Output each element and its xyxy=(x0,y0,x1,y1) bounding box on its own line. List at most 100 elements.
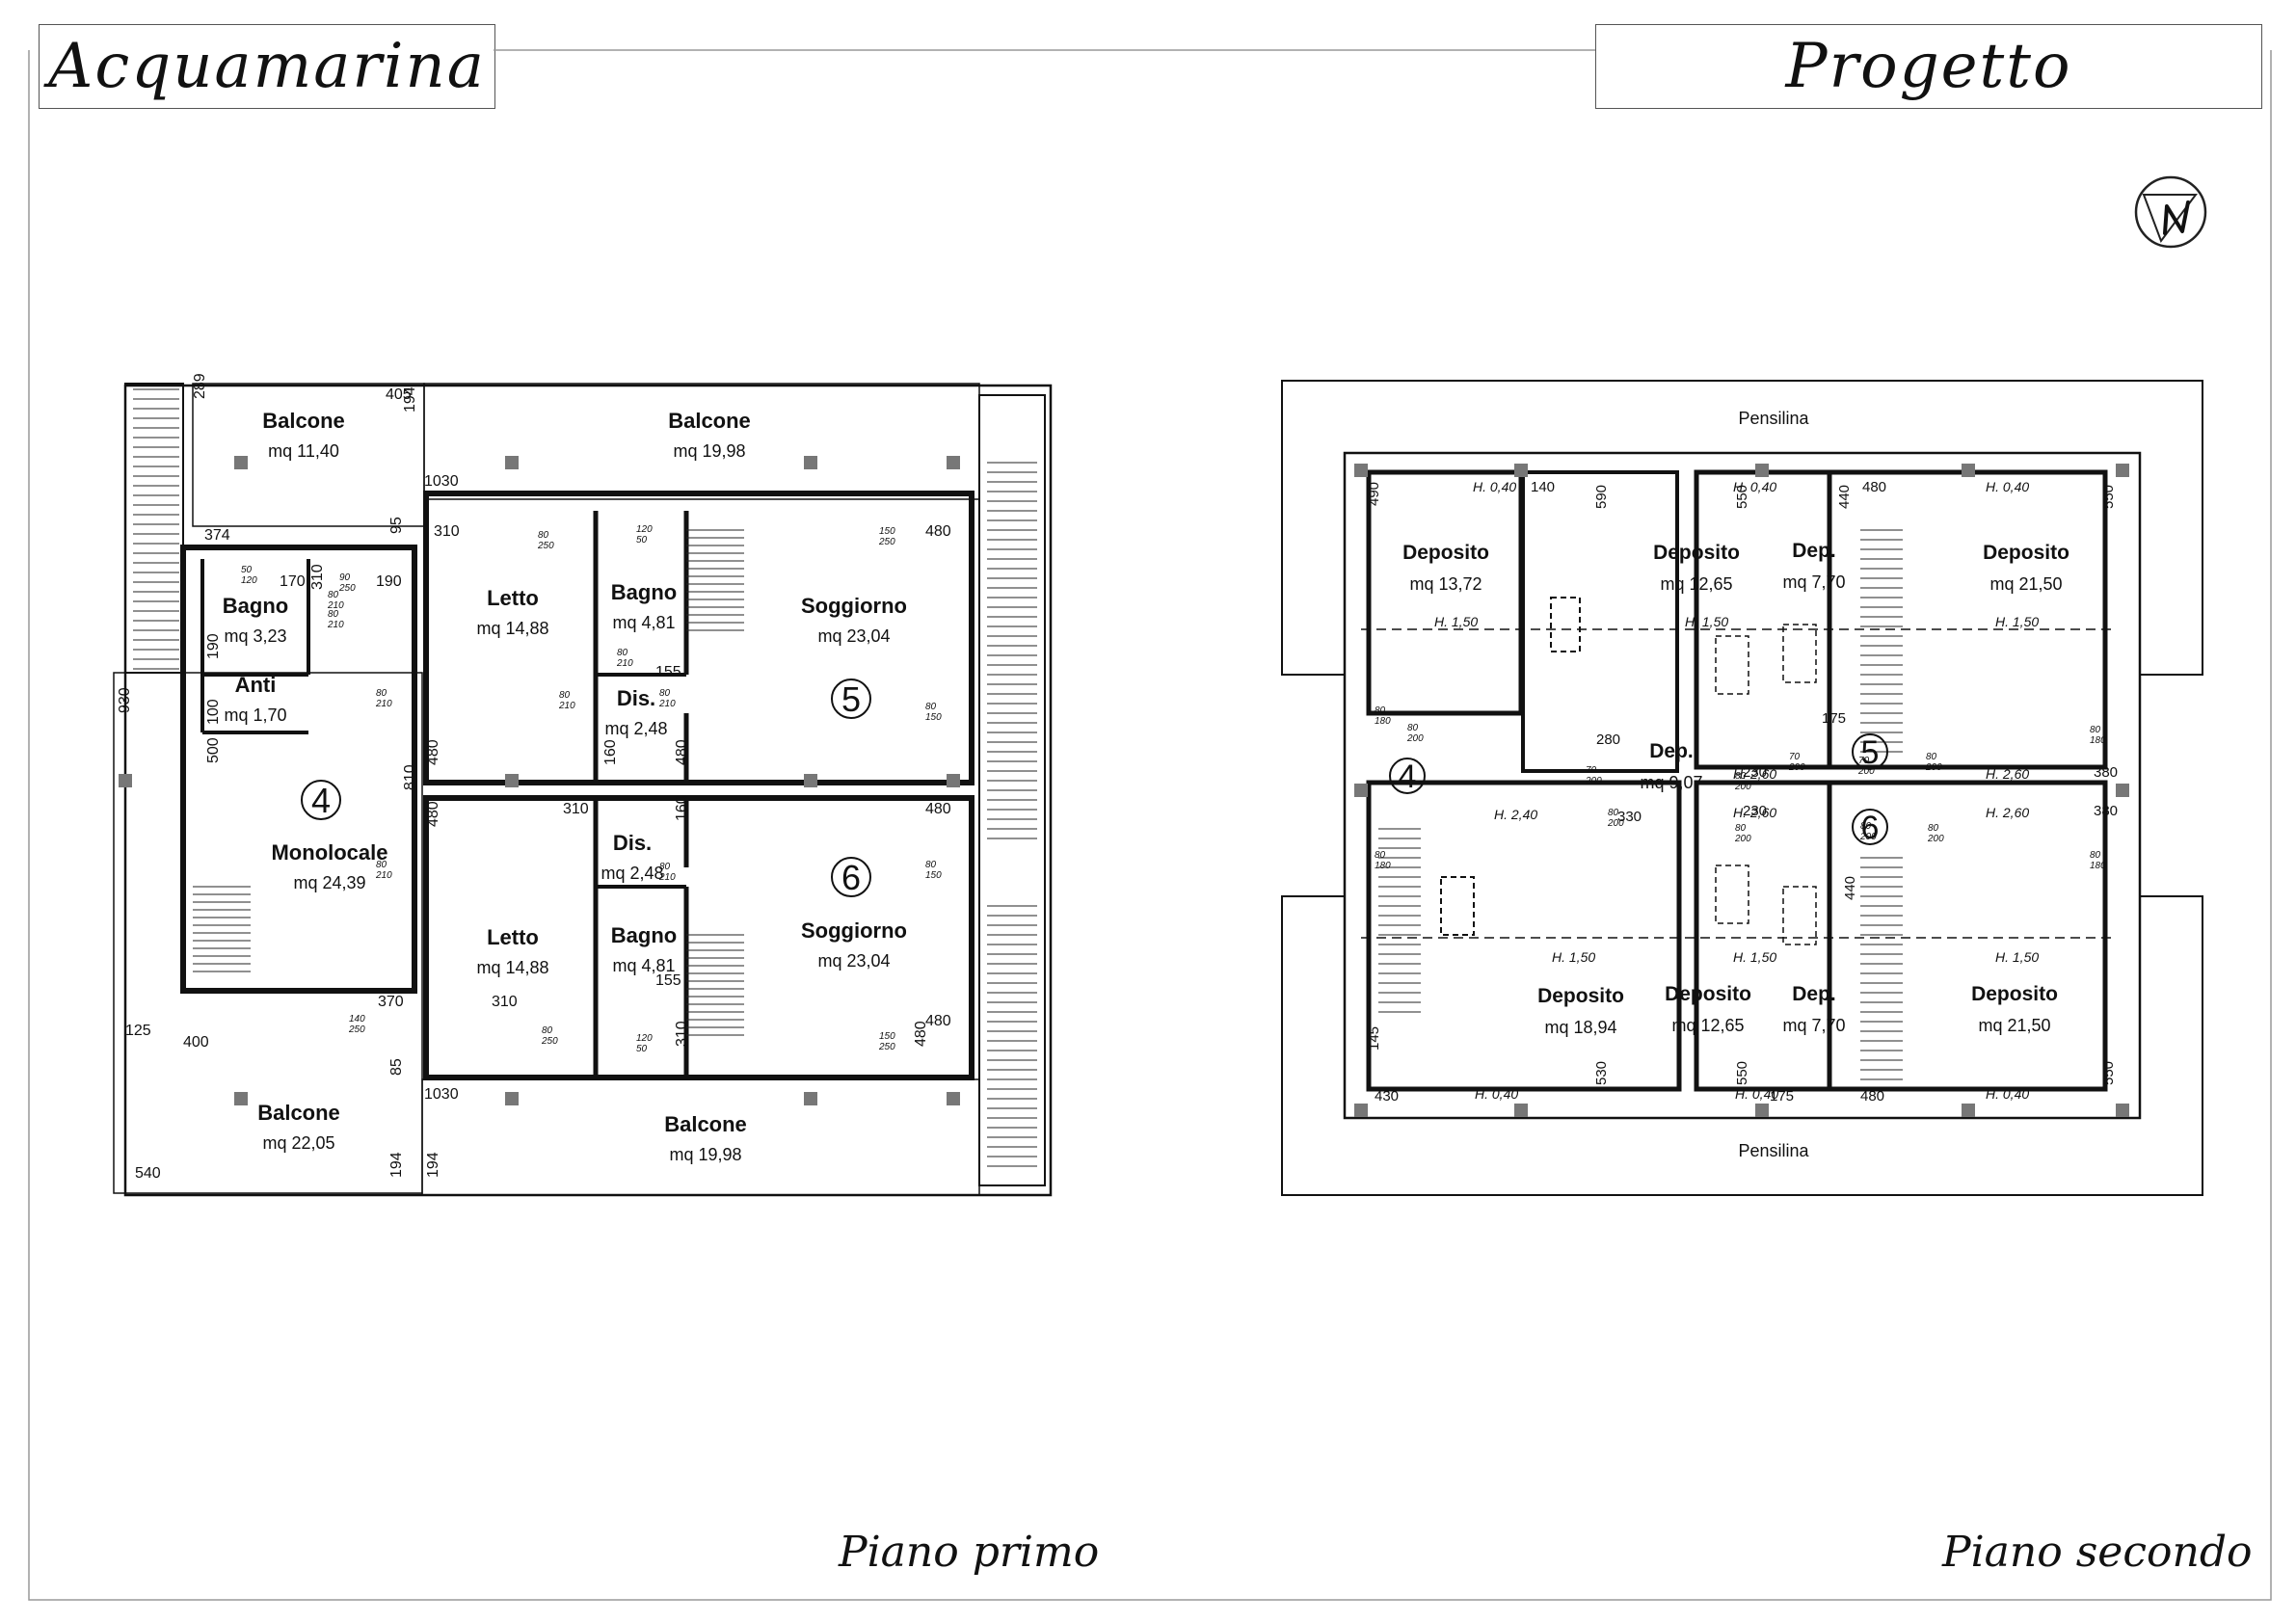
room-area-soggiorno-5: mq 23,04 xyxy=(817,626,890,646)
room-area-soggiorno-6: mq 23,04 xyxy=(817,951,890,971)
room-area-letto-5: mq 14,88 xyxy=(476,619,548,638)
project-title-box: Acquamarina xyxy=(39,24,495,109)
height-label: H. 1,50 xyxy=(1995,614,2039,629)
height-label: H. 0,40 xyxy=(1986,1086,2029,1102)
opening-width: 80 xyxy=(1860,821,1872,832)
dimension-label: 289 xyxy=(192,373,208,399)
opening-height: 250 xyxy=(348,1024,365,1035)
room-name-bagno-6: Bagno xyxy=(611,923,677,947)
height-label: H. 0,40 xyxy=(1473,479,1516,494)
opening-width: 150 xyxy=(879,1031,895,1042)
height-label: H. 2,60 xyxy=(1733,766,1776,782)
dimension-label: 280 xyxy=(1596,732,1620,748)
dimension-label: 310 xyxy=(492,994,518,1010)
room-area-deposito-b2: mq 12,65 xyxy=(1671,1016,1744,1035)
height-label: H. 0,40 xyxy=(1733,479,1776,494)
opening-height: 210 xyxy=(327,620,344,630)
room-name-monolocale-4: Monolocale xyxy=(271,840,387,865)
dimension-label: 85 xyxy=(388,1058,405,1076)
opening-height: 210 xyxy=(375,870,392,881)
room-name-deposito-br: Deposito xyxy=(1971,983,2058,1005)
room-name-anti-4: Anti xyxy=(235,673,277,697)
opening-width: 150 xyxy=(879,526,895,537)
opening-width: 80 xyxy=(925,702,937,712)
dimension-label: 380 xyxy=(2094,803,2118,819)
room-name-bagno-4: Bagno xyxy=(223,594,288,618)
opening-height: 150 xyxy=(925,712,942,723)
pillar xyxy=(505,456,519,469)
room-area-dep-b3: mq 7,70 xyxy=(1782,1016,1845,1035)
pillar xyxy=(234,456,248,469)
opening-width: 80 xyxy=(542,1025,553,1036)
room-area-bagno-6: mq 4,81 xyxy=(612,956,675,975)
opening-height: 210 xyxy=(327,600,344,611)
opening-height: 210 xyxy=(375,699,392,709)
pillar xyxy=(947,774,960,787)
room-area-anti-4: mq 1,70 xyxy=(224,705,286,725)
unit-number-6b: 6 xyxy=(1861,810,1880,846)
section-title: Progetto xyxy=(1785,31,2072,102)
unit-number-4: 4 xyxy=(311,781,331,820)
dimension-label: 175 xyxy=(1770,1088,1794,1104)
opening-width: 50 xyxy=(241,565,253,575)
room-area-deposito-br: mq 21,50 xyxy=(1978,1016,2050,1035)
opening-height: 200 xyxy=(1734,834,1751,844)
room-name-balcone-bl: Balcone xyxy=(257,1101,340,1125)
opening-height: 150 xyxy=(925,870,942,881)
dimension-label: 380 xyxy=(2094,764,2118,781)
pillar xyxy=(804,774,817,787)
opening-height: 250 xyxy=(541,1036,558,1047)
dimension-label: 310 xyxy=(309,564,326,590)
opening-height: 210 xyxy=(658,699,676,709)
dimension-label: 480 xyxy=(425,801,441,827)
room-name-dis-5: Dis. xyxy=(617,686,655,710)
pillar xyxy=(804,456,817,469)
dimension-label: 550 xyxy=(1734,1061,1750,1085)
dimension-label: 930 xyxy=(117,687,133,713)
dimension-label: 155 xyxy=(655,664,681,680)
opening-width: 80 xyxy=(1608,808,1619,818)
opening-height: 180 xyxy=(1375,716,1391,727)
dimension-label: 480 xyxy=(925,523,951,540)
opening-width: 80 xyxy=(2090,725,2101,735)
pillar xyxy=(1755,464,1769,477)
dimension-label: 440 xyxy=(1836,485,1853,509)
opening-width: 80 xyxy=(617,648,628,658)
room-name-bagno-5: Bagno xyxy=(611,580,677,604)
room-area-dep-t3: mq 7,70 xyxy=(1782,572,1845,592)
dimension-label: 330 xyxy=(1617,809,1642,825)
dimension-label: 590 xyxy=(1593,485,1610,509)
pillar xyxy=(505,774,519,787)
unit-number-5: 5 xyxy=(841,679,861,719)
room-name-balcone-top: Balcone xyxy=(668,409,751,433)
unit-number-4b: 4 xyxy=(1399,758,1417,795)
room-name-deposito-b2: Deposito xyxy=(1665,983,1751,1005)
opening-height: 250 xyxy=(878,1042,895,1052)
opening-height: 200 xyxy=(1859,832,1877,842)
opening-width: 140 xyxy=(349,1014,365,1024)
dimension-label: 155 xyxy=(655,972,681,989)
opening-width: 80 xyxy=(376,860,387,870)
pillar xyxy=(2116,1104,2129,1117)
dimension-label: 175 xyxy=(1822,710,1846,727)
pillar xyxy=(505,1092,519,1105)
dimension-label: 140 xyxy=(1531,479,1555,495)
room-area-balcone-top: mq 19,98 xyxy=(673,441,745,461)
opening-height: 200 xyxy=(1734,782,1751,792)
pillar xyxy=(1514,1104,1528,1117)
dimension-label: 480 xyxy=(925,801,951,817)
opening-width: 80 xyxy=(328,609,339,620)
room-area-balcone-tl: mq 11,40 xyxy=(268,441,339,461)
opening-height: 200 xyxy=(1585,776,1602,786)
dimension-label: 310 xyxy=(434,523,460,540)
dimension-label: 550 xyxy=(2100,1061,2117,1085)
dimension-label: 480 xyxy=(674,739,690,765)
opening-height: 120 xyxy=(241,575,257,586)
dimension-label: 480 xyxy=(425,739,441,765)
height-label: H. 2,60 xyxy=(1986,805,2029,820)
room-name-deposito-t2: Deposito xyxy=(1653,542,1740,564)
pillar xyxy=(2116,784,2129,797)
opening-width: 80 xyxy=(659,688,671,699)
